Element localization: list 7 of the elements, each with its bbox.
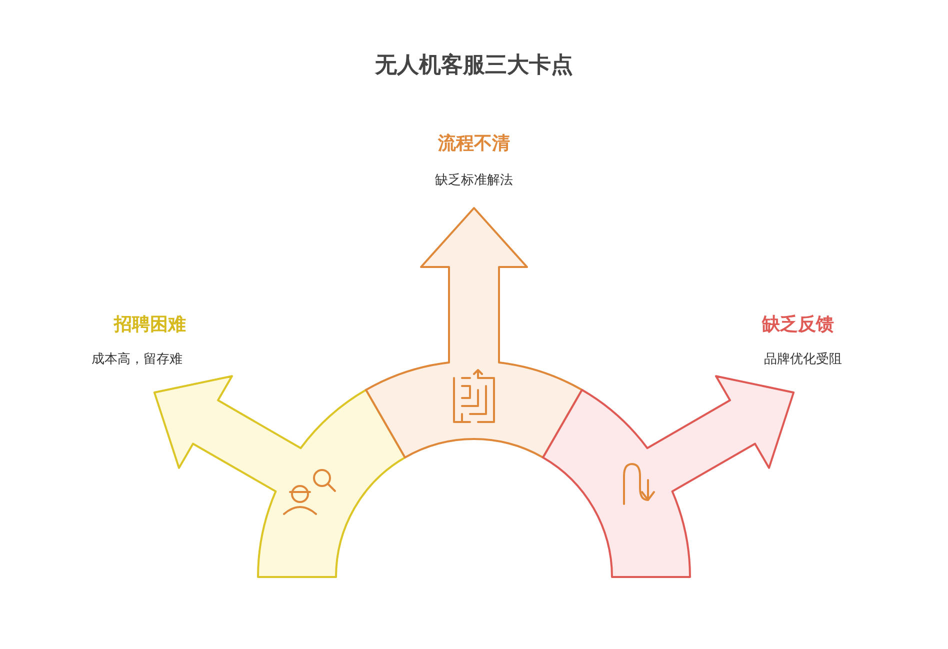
description: 缺乏标准解法 bbox=[435, 172, 513, 189]
heading: 缺乏反馈 bbox=[762, 313, 834, 336]
description: 成本高，留存难 bbox=[92, 351, 182, 368]
description: 品牌优化受阻 bbox=[764, 351, 842, 368]
heading: 招聘困难 bbox=[114, 313, 186, 336]
title: 无人机客服三大卡点 bbox=[375, 52, 573, 80]
heading: 流程不清 bbox=[438, 132, 510, 155]
